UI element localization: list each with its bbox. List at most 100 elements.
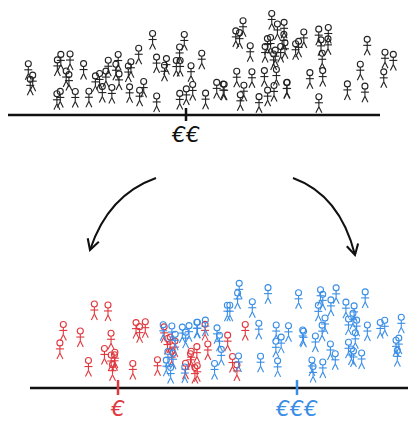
axis-line (30, 387, 408, 390)
crowd (24, 10, 405, 383)
stick-figure (331, 351, 339, 370)
stick-figure (140, 79, 148, 98)
stick-figure (56, 88, 64, 107)
stick-figure (309, 363, 317, 382)
stick-figure (281, 40, 289, 59)
stick-figure (57, 51, 65, 70)
stick-figure (270, 82, 278, 101)
stick-figure (332, 285, 340, 304)
stick-figure (280, 31, 288, 50)
stick-figure (353, 317, 361, 336)
stick-figure (162, 56, 170, 75)
stick-figure (169, 350, 177, 369)
stick-figure (136, 87, 144, 106)
stick-figure (255, 94, 263, 113)
stick-figure (100, 345, 108, 364)
stick-figure (306, 70, 314, 89)
value-label: € (109, 398, 127, 420)
axis-line (8, 114, 380, 117)
stick-figure (397, 314, 405, 333)
stick-figure (235, 353, 243, 372)
stick-figure (24, 61, 32, 80)
stick-figure (126, 84, 134, 103)
stick-figure (361, 289, 369, 308)
axis-tick (185, 108, 188, 121)
stick-figure (319, 68, 327, 87)
stick-figure (66, 51, 74, 70)
stick-figure (349, 310, 357, 329)
stick-figure (317, 37, 325, 56)
stick-figure (193, 363, 201, 382)
stick-figure (65, 72, 73, 91)
stick-figure (127, 59, 135, 78)
stick-figure (277, 44, 285, 63)
stick-figure (223, 302, 231, 321)
stick-figure (149, 31, 157, 50)
stick-figure (181, 364, 189, 383)
stick-figure (71, 88, 79, 107)
stick-figure (187, 63, 195, 82)
stick-figure (261, 44, 269, 63)
stick-figure (53, 91, 61, 110)
axis-tick (296, 380, 299, 395)
stick-figure (80, 61, 88, 80)
stick-figure (283, 79, 291, 98)
stick-figure (246, 43, 254, 62)
stick-figure (180, 31, 188, 50)
stick-figure (90, 301, 98, 320)
stick-figure (393, 347, 401, 366)
stick-figure (178, 324, 186, 343)
stick-figure (159, 322, 167, 341)
stick-figure (193, 319, 201, 338)
stick-figure (108, 362, 116, 381)
stick-figure (241, 321, 249, 340)
stick-figure (264, 87, 272, 106)
stick-figure (342, 299, 350, 318)
stick-figure (135, 45, 143, 64)
stick-figure (311, 333, 319, 352)
stick-figure (380, 69, 388, 88)
stick-figure (204, 341, 212, 360)
stick-figure (129, 360, 137, 379)
stick-figure (273, 21, 281, 40)
stick-figure (272, 338, 280, 357)
stick-figure (211, 360, 219, 379)
stick-figure (153, 93, 161, 112)
stick-figure (274, 358, 282, 377)
stick-figure (112, 61, 120, 80)
stick-figure (104, 57, 112, 76)
stick-figure (198, 50, 206, 69)
stick-figure (220, 81, 228, 100)
stick-figure (358, 350, 366, 369)
stick-figure (318, 50, 326, 69)
stick-figure (153, 357, 161, 376)
stick-figure (91, 73, 99, 92)
stick-figure (233, 362, 241, 381)
stick-figure (327, 297, 335, 316)
stick-figure (233, 68, 241, 87)
stick-figure (217, 346, 225, 365)
split-arrow (90, 178, 156, 250)
stick-figure (361, 83, 369, 102)
stick-figure (381, 49, 389, 68)
stick-figure (76, 328, 84, 347)
stick-figure (308, 357, 316, 376)
stick-figure (347, 346, 355, 365)
stick-figure (182, 329, 190, 348)
stick-figure (363, 322, 371, 341)
stick-figure (162, 357, 170, 376)
stick-figure (235, 280, 243, 299)
stick-figure (260, 68, 268, 87)
stick-figure (201, 321, 209, 340)
stick-figure (248, 299, 256, 318)
stick-figure (59, 321, 67, 340)
stick-figure (321, 315, 329, 334)
stick-figure (264, 285, 272, 304)
stick-figure (257, 353, 265, 372)
stick-figure (343, 81, 351, 100)
stick-figure (326, 341, 334, 360)
split-arrow (293, 178, 355, 255)
stick-figure (389, 51, 397, 70)
value-label: €€€ (274, 398, 320, 420)
